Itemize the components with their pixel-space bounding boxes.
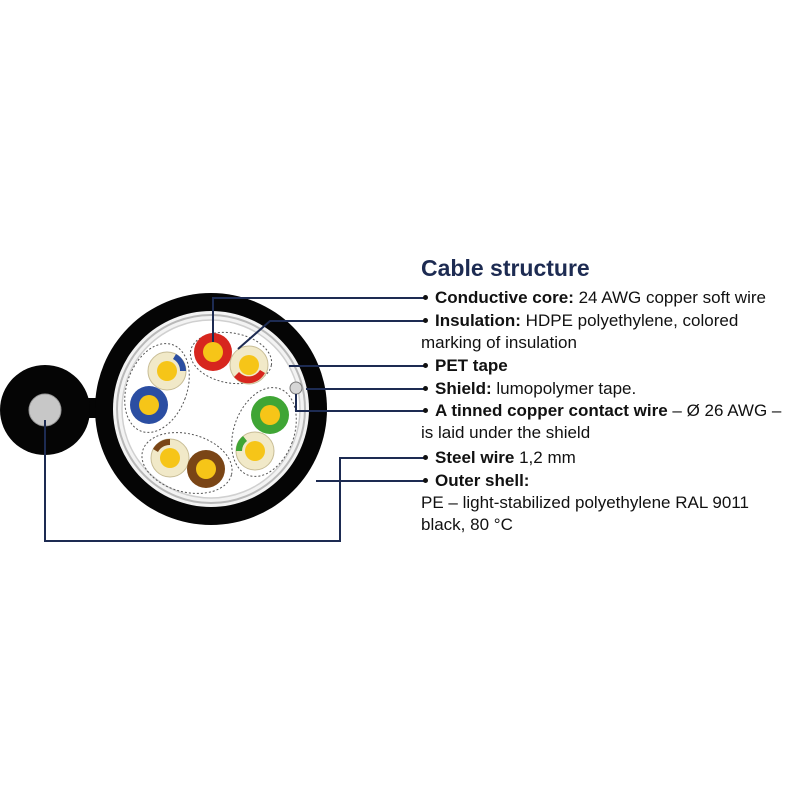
wire-green-core	[260, 405, 280, 425]
wire-white-blue-core	[157, 361, 177, 381]
label-description: – Ø 26 AWG –	[667, 401, 782, 420]
wire-green	[251, 396, 289, 434]
label-outer-shell: Outer shell: PE – light-stabilized polyet…	[421, 470, 796, 536]
label-description-cont: black, 80 °C	[421, 515, 513, 534]
label-term: PET tape	[435, 356, 508, 375]
label-description: 24 AWG copper soft wire	[573, 288, 766, 307]
cable-body	[95, 293, 327, 525]
label-steel-wire: Steel wire 1,2 mm	[421, 447, 796, 469]
pet-tape-layer	[116, 314, 306, 504]
wire-white-brown	[150, 438, 190, 478]
label-description-cont: marking of insulation	[421, 333, 577, 352]
label-term: Conductive core:	[435, 288, 574, 307]
bullet-dot	[423, 362, 428, 368]
label-description: lumopolymer tape.	[491, 379, 637, 398]
label-term: Outer shell:	[435, 471, 530, 490]
label-term: Insulation:	[435, 311, 521, 330]
wire-orange	[194, 333, 232, 371]
wire-white-orange	[229, 345, 269, 385]
bullet-dot	[423, 477, 428, 483]
label-term: Shield:	[435, 379, 492, 398]
label-description: HDPE polyethylene, colored	[520, 311, 739, 330]
label-description-cont: is laid under the shield	[421, 423, 591, 442]
wire-blue-core	[139, 395, 159, 415]
leader-insulation	[237, 320, 424, 350]
label-insulation: Insulation: HDPE polyethylene, colored ma…	[421, 310, 796, 354]
wire-white-green	[235, 431, 275, 471]
label-shield: Shield: lumopolymer tape.	[421, 378, 796, 400]
pair-outline-green	[231, 387, 297, 477]
wire-white-brown-core	[160, 448, 180, 468]
wire-white-green-core	[245, 441, 265, 461]
wire-orange-core	[203, 342, 223, 362]
bullet-dot	[423, 317, 428, 323]
wire-brown-core	[196, 459, 216, 479]
pair-outline-blue	[124, 343, 190, 433]
label-term: A tinned copper contact wire	[435, 401, 668, 420]
wire-white-green-stripe	[235, 436, 247, 451]
label-conductive-core: Conductive core: 24 AWG copper soft wire	[421, 287, 796, 309]
leader-steel-wire	[44, 420, 424, 542]
drain-wire	[289, 381, 303, 395]
label-term: Steel wire	[435, 448, 515, 467]
diagram-title: Cable structure	[421, 255, 590, 281]
label-pet-tape: PET tape	[421, 355, 796, 377]
steel-wire-messenger	[0, 365, 110, 455]
wire-white-blue	[147, 351, 187, 391]
pair-outlines	[124, 331, 297, 494]
label-description-cont: PE – light-stabilized polyethylene RAL 9…	[421, 493, 749, 512]
wire-white-brown-stripe	[153, 438, 170, 452]
bullet-dot	[423, 294, 428, 300]
wire-blue	[130, 386, 168, 424]
leader-conductive-core	[212, 297, 424, 342]
wire-white-orange-stripe	[234, 370, 265, 384]
pair-outline-orange	[189, 331, 273, 385]
bullet-dot	[423, 454, 428, 460]
bullet-dot	[423, 385, 428, 391]
wire-white-blue-stripe	[173, 354, 187, 371]
label-contact-wire: A tinned copper contact wire – Ø 26 AWG …	[421, 400, 796, 444]
leader-lines	[44, 297, 424, 542]
twisted-pairs	[130, 333, 289, 488]
bullet-dot	[423, 407, 428, 413]
pair-outline-brown	[141, 432, 233, 494]
label-description: 1,2 mm	[514, 448, 576, 467]
leader-contact-wire	[295, 394, 424, 412]
wire-white-orange-core	[239, 355, 259, 375]
wire-brown	[187, 450, 225, 488]
